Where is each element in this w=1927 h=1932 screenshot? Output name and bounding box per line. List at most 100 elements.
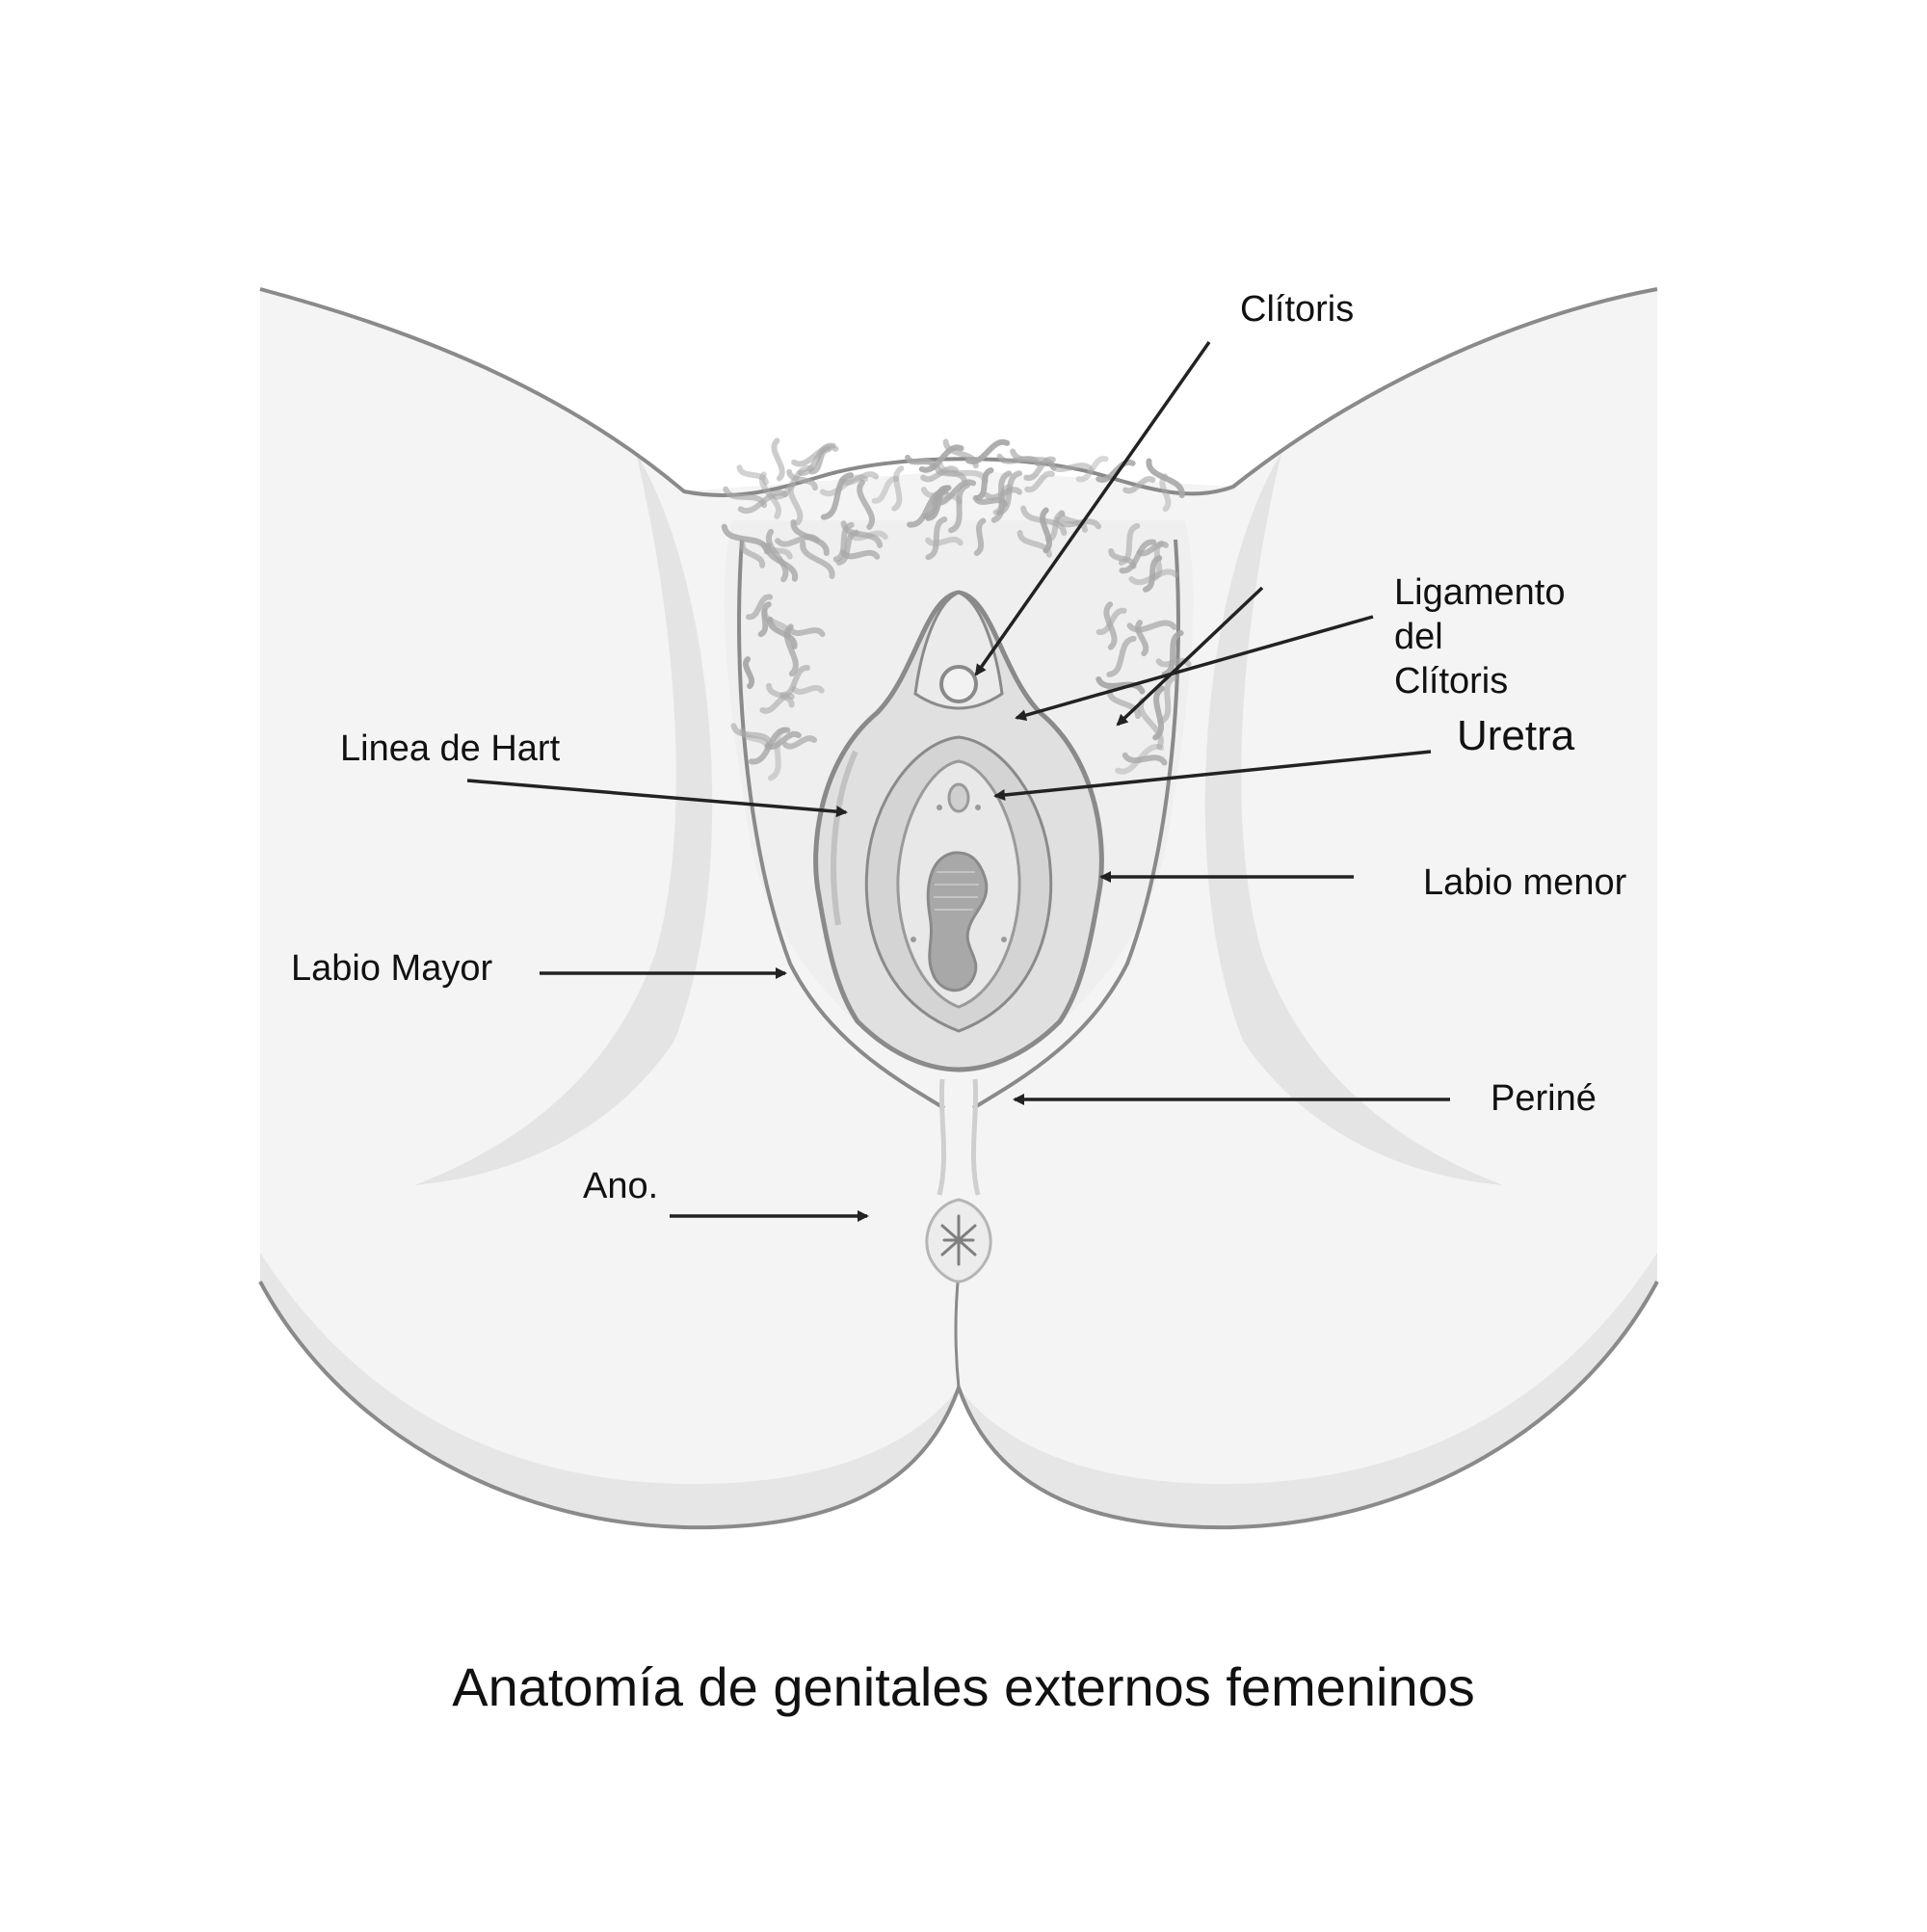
thigh-shade-right bbox=[1204, 453, 1503, 1185]
hair-curl bbox=[767, 727, 788, 781]
hair-curl bbox=[730, 723, 774, 747]
hair-curl bbox=[1161, 629, 1184, 677]
hair-curl bbox=[739, 728, 771, 751]
hair-curl bbox=[918, 444, 964, 473]
hair-curl bbox=[764, 730, 802, 750]
gluteal-cleft bbox=[954, 1271, 961, 1389]
hair-curl bbox=[1103, 601, 1118, 650]
hair-curl bbox=[820, 472, 855, 520]
hair-curl bbox=[1095, 459, 1136, 483]
diagram-title: Anatomía de genitales externos femeninos bbox=[452, 1656, 1475, 1717]
vulva bbox=[813, 590, 1104, 1072]
arrow-ligamento-2 bbox=[1116, 586, 1264, 727]
arrow-ligamento bbox=[1015, 615, 1374, 722]
hair-curl bbox=[974, 467, 994, 501]
hair-curl bbox=[1075, 456, 1109, 483]
hair-curl bbox=[992, 484, 1012, 516]
hair-curl bbox=[996, 453, 1041, 466]
hair-curl bbox=[857, 479, 875, 530]
hair-curl bbox=[1152, 685, 1165, 741]
clitoral-hood bbox=[913, 591, 1004, 710]
hair-curl bbox=[1146, 458, 1185, 499]
hart-line bbox=[831, 750, 858, 926]
hair-curl bbox=[766, 682, 795, 708]
hair-curl bbox=[840, 549, 881, 560]
hair-curl bbox=[782, 735, 818, 750]
leader-lines bbox=[466, 340, 1450, 1222]
hair-curl bbox=[800, 541, 835, 579]
hair-curl bbox=[771, 437, 785, 482]
label-ligamento-line3: Clítoris bbox=[1394, 661, 1509, 701]
label-perine: Periné bbox=[1491, 1078, 1597, 1119]
hair-curl bbox=[779, 664, 810, 699]
hair-curl bbox=[746, 594, 774, 621]
hair-curl bbox=[791, 684, 825, 695]
gland-lower-left bbox=[911, 937, 916, 942]
hair-curl bbox=[1158, 675, 1177, 725]
hair-curl bbox=[775, 534, 820, 547]
hair-curl bbox=[1048, 462, 1095, 473]
label-ligamento-line2: del bbox=[1394, 617, 1443, 657]
label-linea-de-hart: Linea de Hart bbox=[340, 728, 561, 769]
hair-curl bbox=[758, 471, 782, 519]
hair-curl bbox=[786, 468, 818, 491]
hair-curl bbox=[1044, 511, 1066, 543]
hair-curl bbox=[1159, 473, 1172, 513]
label-uretra: Uretra bbox=[1457, 712, 1575, 759]
arrow-uretra bbox=[993, 750, 1432, 801]
gland-lower-right bbox=[1001, 937, 1007, 942]
perineum-fold bbox=[937, 1078, 981, 1196]
hair-curl bbox=[891, 465, 905, 512]
hair-curl bbox=[1119, 539, 1157, 574]
hair-curl bbox=[1142, 555, 1163, 593]
vaginal-opening bbox=[926, 851, 989, 992]
label-ligamento-line1: Ligamento bbox=[1394, 572, 1566, 613]
labia-majora-outline-right bbox=[971, 539, 1180, 1110]
hair-curl bbox=[787, 481, 804, 526]
urethral-opening bbox=[947, 782, 970, 813]
label-labio-menor: Labio menor bbox=[1423, 862, 1627, 903]
hair-curl bbox=[1138, 697, 1164, 750]
hair-curl bbox=[791, 444, 839, 467]
vaginal-rugae bbox=[934, 871, 979, 911]
hair-curl bbox=[973, 517, 987, 556]
anus-star bbox=[940, 1214, 977, 1266]
hair-curl bbox=[1106, 635, 1137, 677]
hair-curl bbox=[739, 541, 766, 569]
pubic-hair bbox=[721, 437, 1192, 781]
hair-curl bbox=[721, 523, 771, 555]
hair-curl bbox=[931, 479, 977, 506]
hair-curl bbox=[934, 464, 967, 483]
hair-curl bbox=[787, 626, 826, 638]
perineum-and-anus bbox=[925, 1078, 992, 1284]
hair-curl bbox=[871, 476, 900, 504]
arrow-linea-de-hart bbox=[466, 779, 848, 818]
hair-curl bbox=[765, 528, 789, 583]
thigh-shade-left bbox=[414, 453, 713, 1185]
hair-curl bbox=[832, 521, 855, 563]
gland-right bbox=[975, 805, 981, 810]
hair-curl bbox=[905, 454, 937, 469]
hair-curl bbox=[948, 482, 971, 534]
hair-curl bbox=[920, 487, 963, 505]
hair-curl bbox=[1106, 688, 1142, 720]
hair-curl bbox=[1118, 522, 1141, 567]
label-clitoris: Clítoris bbox=[1240, 289, 1355, 330]
hair-curl bbox=[1016, 530, 1052, 558]
hair-curl bbox=[1122, 752, 1168, 766]
hair-curl bbox=[767, 616, 798, 649]
body-outline-top bbox=[259, 287, 1658, 497]
hair-curl bbox=[1135, 620, 1149, 657]
hair-curl bbox=[1115, 744, 1165, 775]
hair-curl bbox=[819, 474, 869, 497]
hair-curl bbox=[942, 438, 979, 469]
hair-curl bbox=[1126, 620, 1177, 633]
clitoris-glans bbox=[939, 665, 978, 703]
hair-curl bbox=[723, 486, 768, 509]
hair-curl bbox=[1023, 456, 1056, 481]
hair-curl bbox=[925, 516, 948, 561]
hair-curl bbox=[1128, 569, 1179, 586]
label-ano: Ano. bbox=[583, 1166, 659, 1206]
arrow-clitoris bbox=[974, 340, 1211, 676]
